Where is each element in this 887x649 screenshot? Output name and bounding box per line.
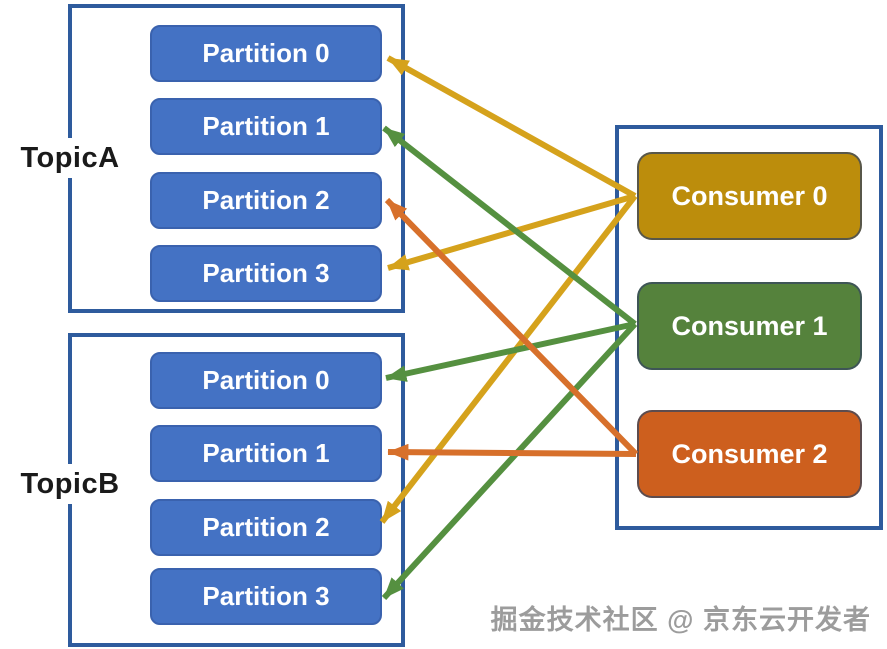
arrow-consumer2-topicA-partition2 (384, 197, 639, 457)
topic-b-label: TopicB (14, 464, 126, 504)
arrow-consumer1-topicB-partition0 (385, 321, 636, 382)
topic-b-partition-0: Partition 0 (150, 352, 382, 409)
consumer-0: Consumer 0 (637, 152, 862, 240)
arrow-consumer0-topicB-partition2 (379, 194, 638, 524)
consumer-2-label: Consumer 2 (671, 438, 828, 469)
consumer-0-label: Consumer 0 (671, 180, 828, 211)
topic-a-partition-2: Partition 2 (150, 172, 382, 229)
topic-a-partition-1-label: Partition 1 (202, 111, 330, 141)
arrow-consumer0-topicA-partition3 (387, 193, 636, 271)
topic-b-partition-3: Partition 3 (150, 568, 382, 625)
topic-b-partition-0-label: Partition 0 (202, 365, 330, 395)
arrow-consumer0-topicA-partition0 (386, 55, 637, 199)
topic-a-partition-0-label: Partition 0 (202, 38, 330, 68)
topic-b-partition-2: Partition 2 (150, 499, 382, 556)
topic-a-partition-1: Partition 1 (150, 98, 382, 155)
topic-b-partition-2-label: Partition 2 (202, 512, 330, 542)
topic-b-partition-1: Partition 1 (150, 425, 382, 482)
consumer-1: Consumer 1 (637, 282, 862, 370)
topic-b-partition-3-label: Partition 3 (202, 581, 330, 611)
topic-a-partition-2-label: Partition 2 (202, 185, 330, 215)
watermark-text: 掘金技术社区 @ 京东云开发者 (490, 605, 871, 635)
consumer-1-label: Consumer 1 (671, 310, 828, 341)
topic-b-partition-1-label: Partition 1 (202, 438, 330, 468)
topic-a-partition-0: Partition 0 (150, 25, 382, 82)
arrow-consumer2-topicB-partition1 (387, 443, 637, 461)
consumer-2: Consumer 2 (637, 410, 862, 498)
arrow-consumer1-topicA-partition1 (382, 125, 637, 327)
topic-a-label: TopicA (14, 138, 126, 178)
topic-a-partition-3: Partition 3 (150, 245, 382, 302)
topic-a-partition-3-label: Partition 3 (202, 258, 330, 288)
arrow-consumer1-topicB-partition3 (381, 321, 638, 601)
